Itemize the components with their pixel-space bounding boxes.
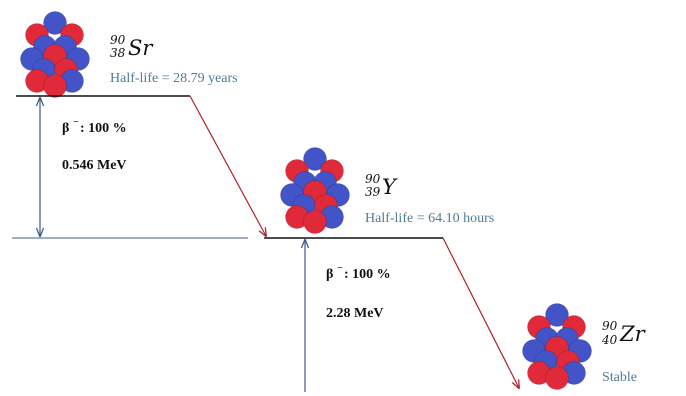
decay-label-1: β − : 100 % 0.546 MeV [62,117,127,173]
nucleus-icon [20,11,90,98]
nuclide-symbol: Y [382,175,398,199]
nuclide-zr90: 90 40 Zr Stable [522,303,647,390]
nuclide-atomic-number: 40 [601,333,618,347]
neutron-ball [43,11,67,35]
decay-mode-superscript: − [337,263,343,274]
nucleus-icon [522,303,592,390]
decay-energy: 2.28 MeV [326,306,384,321]
nuclide-halflife: Half-life = 64.10 hours [365,211,494,226]
nuclide-mass-number: 90 [602,319,618,333]
decay-transition-arrow-1 [189,95,266,236]
nuclide-symbol: Zr [619,322,647,346]
decay-branching: : 100 % [80,121,127,136]
nuclide-atomic-number: 38 [110,46,126,60]
decay-branching: : 100 % [344,267,391,282]
nuclide-halflife: Half-life = 28.79 years [110,71,238,86]
nuclide-mass-number: 90 [110,33,126,47]
nuclide-symbol: Sr [128,36,154,60]
nuclide-halflife: Stable [602,370,637,385]
nuclide-y90: 90 39 Y Half-life = 64.10 hours [280,147,494,234]
decay-mode-superscript: − [73,117,79,128]
nuclide-atomic-number: 39 [365,185,381,199]
decay-mode-symbol: β [326,267,333,282]
neutron-ball [303,147,327,171]
decay-mode-symbol: β [62,121,69,136]
nuclide-mass-number: 90 [365,172,381,186]
nucleus-icon [280,147,350,234]
decay-label-2: β − : 100 % 2.28 MeV [326,263,391,321]
neutron-ball [545,303,569,327]
proton-ball [303,210,327,234]
decay-transition-arrow-2 [442,237,519,388]
nuclide-sr90: 90 38 Sr Half-life = 28.79 years [20,11,238,98]
proton-ball [43,74,67,98]
decay-energy: 0.546 MeV [62,158,127,173]
proton-ball [545,366,569,390]
